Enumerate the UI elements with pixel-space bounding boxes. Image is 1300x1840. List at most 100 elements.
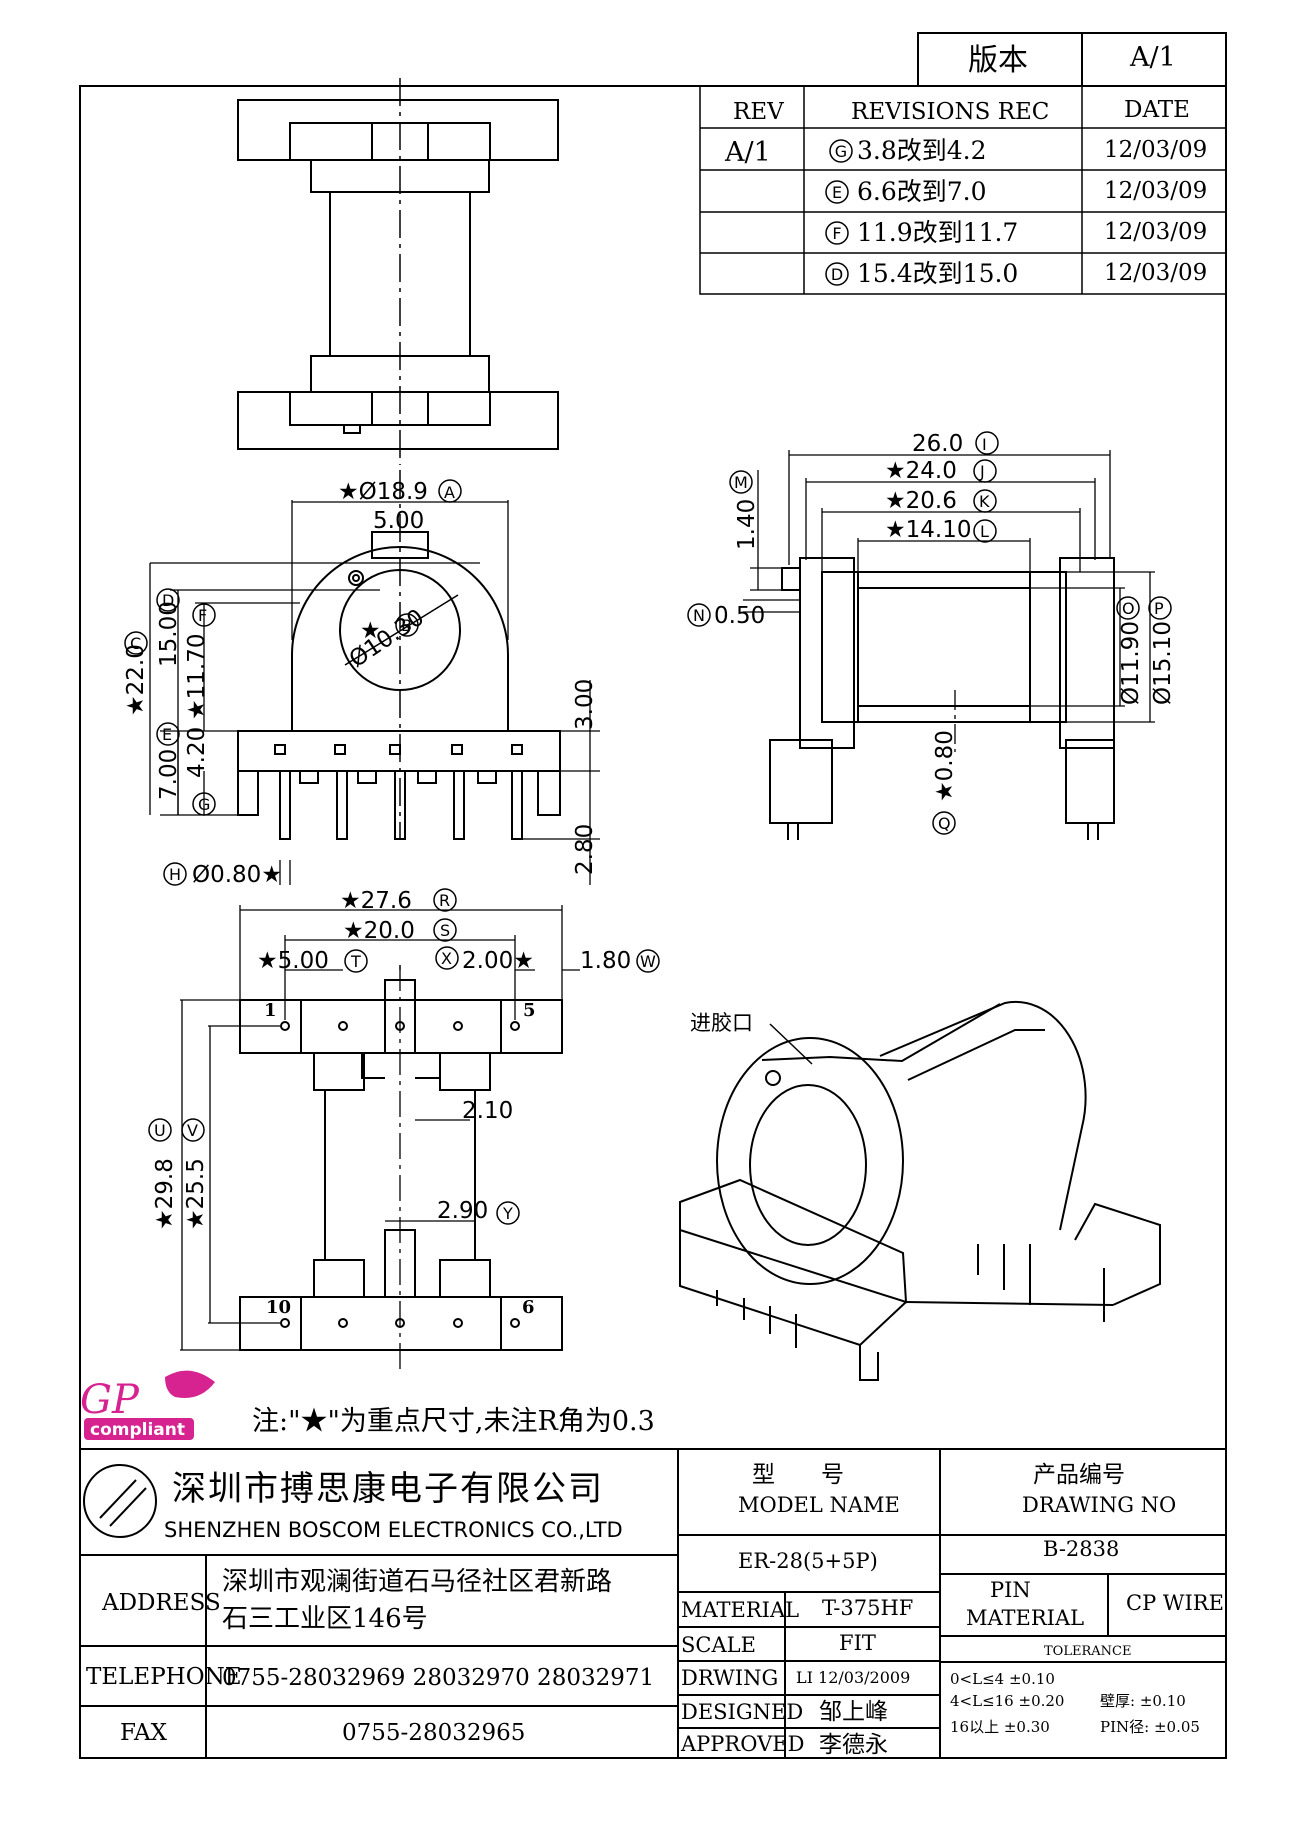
dim-J: ★24.0	[885, 458, 957, 484]
drawing-label-cn: 产品编号	[1033, 1462, 1125, 1488]
bobbin-top-view	[237, 99, 559, 450]
dim-R: ★27.6	[340, 888, 412, 914]
svg-text:Q: Q	[938, 814, 951, 833]
telephone-label: TELEPHONE	[86, 1664, 242, 1690]
svg-text:F: F	[198, 606, 207, 625]
gp-compliant-logo: GP compliant	[80, 1370, 215, 1440]
material-label: MATERIAL	[681, 1598, 799, 1622]
drwing-label: DRWING	[681, 1666, 778, 1690]
model-label-cn: 型 号	[752, 1462, 844, 1488]
dim-Y: 2.90	[437, 1198, 488, 1224]
dim-E: 7.00	[156, 749, 182, 800]
address-line-2: 石三工业区146号	[222, 1604, 428, 1634]
svg-text:B: B	[401, 616, 412, 635]
rev-date-4: 12/03/09	[1104, 260, 1207, 286]
drawing-value: B-2838	[1043, 1537, 1119, 1561]
dim-G: 4.20	[184, 727, 210, 778]
dim-O: Ø11.90	[1118, 621, 1144, 705]
drwing-value: LI 12/03/2009	[796, 1668, 910, 1687]
svg-text:N: N	[693, 606, 705, 625]
pin-1-label: 1	[264, 1000, 277, 1021]
dim-U: ★29.8	[152, 1158, 178, 1230]
pin-10-label: 10	[266, 1297, 291, 1318]
dim-M: 1.40	[734, 499, 760, 550]
svg-text:S: S	[440, 921, 450, 940]
dim-X: 2.00★	[462, 948, 534, 974]
dim-L: ★14.10	[885, 517, 971, 543]
rev-date-2: 12/03/09	[1104, 178, 1207, 204]
gp-badge-text: compliant	[90, 1420, 185, 1440]
tolerance-pin: PIN径: ±0.05	[1100, 1718, 1200, 1736]
model-label-en: MODEL NAME	[738, 1493, 900, 1517]
dim-C: ★22.0	[123, 644, 149, 716]
svg-text:K: K	[979, 492, 990, 511]
scale-value: FIT	[839, 1631, 876, 1655]
material-value: T-375HF	[822, 1596, 913, 1620]
dim-W: 1.80	[580, 948, 631, 974]
dim-base-h: 3.00	[572, 679, 598, 730]
rev-text-4: 15.4改到15.0	[857, 259, 1018, 288]
designed-label: DESIGNED	[681, 1700, 803, 1724]
date-header: DATE	[1124, 97, 1190, 123]
address-line-1: 深圳市观澜街道石马径社区君新路	[222, 1567, 612, 1597]
sheet-frame	[79, 85, 1227, 1759]
rev-mark-1: G	[835, 142, 847, 161]
svg-text:H: H	[169, 865, 181, 884]
rev-mark-3: F	[832, 224, 841, 243]
dim-T: ★5.00	[257, 948, 329, 974]
version-label: 版本	[968, 43, 1028, 78]
tolerance-wall: 壁厚: ±0.10	[1100, 1692, 1186, 1710]
svg-text:J: J	[979, 462, 985, 481]
svg-text:Y: Y	[502, 1204, 513, 1223]
rev-header: REV	[733, 99, 784, 125]
tolerance-3: 16以上 ±0.30	[950, 1718, 1050, 1736]
dim-I: 26.0	[912, 431, 963, 457]
svg-text:C: C	[130, 634, 141, 653]
dim-210: 2.10	[462, 1098, 513, 1124]
svg-text:G: G	[198, 795, 210, 814]
dim-F: ★11.70	[184, 634, 210, 720]
svg-text:V: V	[187, 1121, 198, 1140]
tolerance-label: TOLERANCE	[1044, 1644, 1131, 1659]
tolerance-1: 0<L≤4 ±0.10	[950, 1670, 1055, 1688]
svg-text:I: I	[982, 435, 987, 454]
dim-bore: Ø10.30	[345, 604, 429, 673]
svg-text:A: A	[444, 483, 455, 502]
rec-header: REVISIONS REC	[851, 99, 1049, 125]
rev-text-3: 11.9改到11.7	[857, 218, 1018, 247]
rev-mark-4: D	[831, 265, 843, 284]
rev-text-2: 6.6改到7.0	[857, 177, 987, 206]
drawing-label-en: DRAWING NO	[1022, 1493, 1176, 1517]
dim-A: ★Ø18.9	[338, 479, 428, 505]
svg-text:R: R	[439, 891, 450, 910]
dim-Q: ★0.80	[932, 730, 958, 802]
svg-text:O: O	[1122, 599, 1135, 618]
svg-text:U: U	[154, 1121, 166, 1140]
svg-text:M: M	[734, 473, 748, 492]
fax-label: FAX	[120, 1720, 168, 1746]
dim-H: Ø0.80★	[192, 862, 282, 888]
svg-text:P: P	[1154, 599, 1164, 618]
fax-value: 0755-28032965	[342, 1720, 525, 1746]
rev-date-1: 12/03/09	[1104, 137, 1207, 163]
dim-S: ★20.0	[343, 918, 415, 944]
pin-material-label-2: MATERIAL	[966, 1606, 1084, 1630]
rev-value: A/1	[724, 137, 771, 168]
company-name-cn: 深圳市搏思康电子有限公司	[172, 1469, 604, 1509]
bobbin-side-view	[769, 557, 1115, 840]
approved-value: 李德永	[819, 1732, 888, 1758]
pin-material-value: CP WIRE	[1126, 1591, 1224, 1615]
dim-N: 0.50	[714, 603, 765, 629]
dim-K: ★20.6	[885, 488, 957, 514]
telephone-value: 0755-28032969 28032970 28032971	[222, 1665, 654, 1691]
dim-slot: 5.00	[373, 508, 424, 534]
dim-V: ★25.5	[183, 1158, 209, 1230]
title-block	[80, 1448, 1226, 1758]
pin-6-label: 6	[522, 1297, 535, 1318]
svg-text:E: E	[162, 725, 172, 744]
bobbin-front-view	[237, 531, 561, 840]
svg-text:T: T	[350, 952, 361, 971]
pin-5-label: 5	[523, 1000, 536, 1021]
dim-D: 15.00	[156, 601, 182, 667]
